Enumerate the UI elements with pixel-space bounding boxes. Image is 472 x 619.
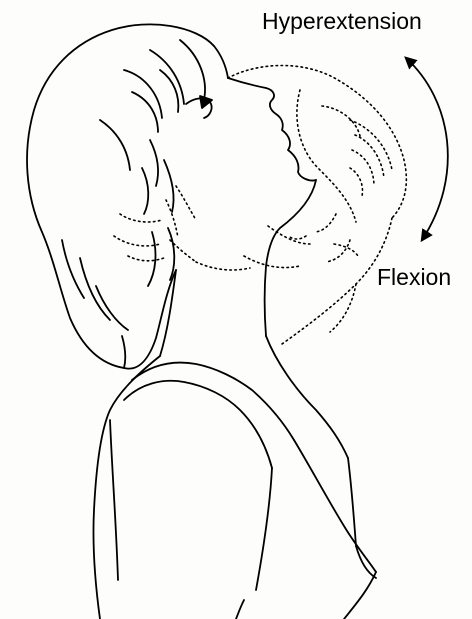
hyperextension-label: Hyperextension <box>262 10 422 33</box>
flexed-head-outline <box>114 66 406 345</box>
extended-head-figure <box>27 24 376 619</box>
double-headed-curved-arrow <box>406 58 448 240</box>
flexion-label: Flexion <box>377 266 451 289</box>
